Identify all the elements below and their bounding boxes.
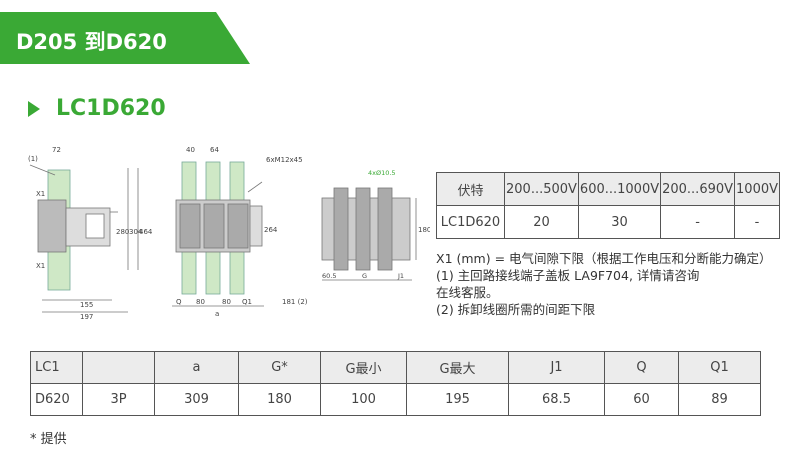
spec-cell: 30 xyxy=(577,205,662,239)
side-label-280: 280 xyxy=(116,228,129,236)
dims-header-cell: Q xyxy=(604,351,679,384)
mount-label-j1: J1 xyxy=(397,272,404,280)
section-title: LC1D620 xyxy=(56,96,166,121)
dims-header-cell: G* xyxy=(238,351,321,384)
voltage-spec-table: 伏特 200...500V 600...1000V 200...690V 100… xyxy=(436,172,781,239)
side-label-464: 464 xyxy=(139,228,153,236)
dims-header-cell: LC1 xyxy=(30,351,83,384)
spec-header-cell: 200...690V xyxy=(660,172,736,206)
notes-block: X1 (mm) = 电气间隙下限（根据工作电压和分断能力确定） (1) 主回路接… xyxy=(436,250,776,318)
footnote: * 提供 xyxy=(30,432,67,447)
dimensions-table: LC1 a G* G最小 G最大 J1 Q Q1 D620 3P 309 180… xyxy=(30,351,761,416)
dims-header-cell: G最小 xyxy=(320,351,407,384)
dims-cell: 68.5 xyxy=(508,383,605,416)
note-2: (2) 拆卸线圈所需的间距下限 xyxy=(436,302,596,317)
side-label-72: 72 xyxy=(52,146,61,154)
mount-label-g: G xyxy=(362,272,367,280)
note-1a: (1) 主回路接线端子盖板 LA9F704, 详情请咨询 xyxy=(436,268,700,283)
spec-header-cell: 200...500V xyxy=(504,172,579,206)
front-label-264: 264 xyxy=(264,226,278,234)
side-label-x1-top: X1 xyxy=(36,190,45,198)
dims-cell: 309 xyxy=(154,383,239,416)
front-label-q: Q xyxy=(176,298,182,306)
dims-header-cell: a xyxy=(154,351,239,384)
dimension-drawings: 72 (1) X1 X1 280 304 464 155 197 40 64 6… xyxy=(28,146,430,321)
front-label-40: 40 xyxy=(186,146,195,154)
dims-header-cell xyxy=(82,351,155,384)
front-label-80a: 80 xyxy=(196,298,205,306)
dims-header-cell: G最大 xyxy=(406,351,509,384)
dims-cell: 180 xyxy=(238,383,321,416)
mount-label-holes: 4xØ10.5 xyxy=(368,169,396,177)
spec-cell: 20 xyxy=(504,205,579,239)
front-label-a: a xyxy=(215,310,219,318)
side-label-note1: (1) xyxy=(28,155,38,163)
banner-title: D205 到D620 xyxy=(16,30,167,54)
spec-header-cell: 600...1000V xyxy=(577,172,662,206)
dims-cell: 100 xyxy=(320,383,407,416)
dims-cell: 60 xyxy=(604,383,679,416)
side-view-drawing xyxy=(29,164,139,313)
dims-cell: 89 xyxy=(678,383,761,416)
spec-header-cell: 伏特 xyxy=(436,172,505,206)
side-label-304: 304 xyxy=(129,228,143,236)
front-label-80b: 80 xyxy=(222,298,231,306)
note-1b: 在线客服。 xyxy=(436,285,499,300)
front-label-q1: Q1 xyxy=(242,298,252,306)
spec-data-row: LC1D620 20 30 - - xyxy=(436,205,781,239)
triangle-bullet-icon xyxy=(28,100,40,117)
front-view-drawing xyxy=(172,161,264,307)
spec-header-cell: 1000V xyxy=(734,172,781,206)
front-label-181: 181 (2) xyxy=(282,298,308,306)
mounting-view-drawing xyxy=(321,187,417,281)
section-heading: LC1D620 xyxy=(28,96,166,121)
spec-cell: LC1D620 xyxy=(436,205,505,239)
dims-cell: 3P xyxy=(82,383,155,416)
side-label-197: 197 xyxy=(80,313,93,321)
mount-label-180: 180 xyxy=(418,226,430,234)
mount-label-60: 60.5 xyxy=(322,272,336,280)
dims-cell: 195 xyxy=(406,383,509,416)
dims-header-cell: Q1 xyxy=(678,351,761,384)
front-label-screw: 6xM12x45 xyxy=(266,156,303,164)
series-banner: D205 到D620 xyxy=(0,12,250,64)
front-label-64: 64 xyxy=(210,146,219,154)
spec-cell: - xyxy=(734,205,781,239)
spec-cell: - xyxy=(660,205,736,239)
spec-header-row: 伏特 200...500V 600...1000V 200...690V 100… xyxy=(436,172,781,206)
note-x1: X1 (mm) = 电气间隙下限（根据工作电压和分断能力确定） xyxy=(436,251,772,266)
dims-header-row: LC1 a G* G最小 G最大 J1 Q Q1 xyxy=(30,351,761,384)
side-label-155: 155 xyxy=(80,301,93,309)
dims-cell: D620 xyxy=(30,383,83,416)
dims-header-cell: J1 xyxy=(508,351,605,384)
dims-data-row: D620 3P 309 180 100 195 68.5 60 89 xyxy=(30,383,761,416)
side-label-x1-bottom: X1 xyxy=(36,262,45,270)
